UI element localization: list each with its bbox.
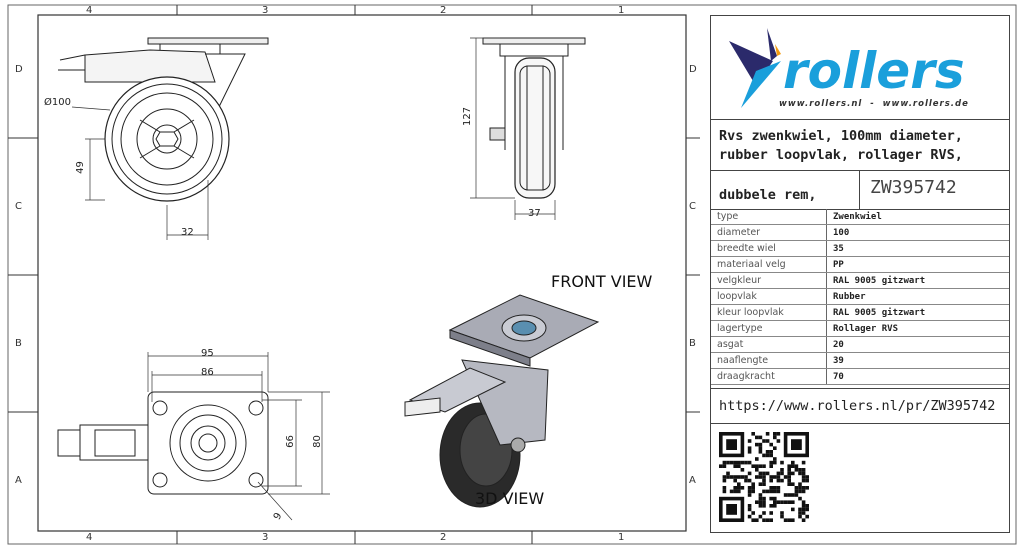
spec-value: Rollager RVS <box>826 320 1009 337</box>
dim-plate-length: 80 <box>311 435 323 448</box>
zone-col-2: 2 <box>440 5 447 16</box>
dim-plate-width: 95 <box>201 348 214 359</box>
spec-key: kleur loopvlak <box>711 304 827 321</box>
zone-row-b: B <box>15 338 22 349</box>
front-view-dimensions <box>470 37 556 220</box>
zone-col-3: 3 <box>262 5 269 16</box>
product-url[interactable]: https://www.rollers.nl/pr/ZW395742 <box>711 388 1009 424</box>
spec-key: materiaal velg <box>711 256 827 273</box>
spec-value: RAL 9005 gitzwart <box>826 304 1009 321</box>
zone-col-1-bottom: 1 <box>618 532 625 543</box>
iso-view <box>404 294 600 508</box>
zone-col-4-bottom: 4 <box>86 532 93 543</box>
spec-value: RAL 9005 gitzwart <box>826 272 1009 289</box>
title-block: rollers www.rollers.nl - www.rollers.de … <box>710 15 1010 533</box>
spec-value: 70 <box>826 368 1009 385</box>
spec-key: lagertype <box>711 320 827 337</box>
spec-value: Rubber <box>826 288 1009 305</box>
zone-row-a: A <box>15 475 22 486</box>
dim-width: 37 <box>528 208 541 219</box>
spec-value: 35 <box>826 240 1009 257</box>
spec-value: Zwenkwiel <box>826 209 1009 225</box>
dim-diameter: Ø100 <box>44 97 71 108</box>
spec-value: 20 <box>826 336 1009 353</box>
spec-key: velgkleur <box>711 272 827 289</box>
zone-row-b-right: B <box>689 338 696 349</box>
spec-key: draagkracht <box>711 368 827 385</box>
zone-row-c: C <box>15 201 22 212</box>
dim-hole-spacing-y: 66 <box>284 435 296 448</box>
zone-col-3-bottom: 3 <box>262 532 269 543</box>
dim-axle-height: 49 <box>74 161 86 174</box>
title-row: dubbele rem, ZW395742 <box>711 171 1009 210</box>
description-line-1: Rvs zwenkwiel, 100mm diameter, <box>719 128 963 144</box>
spec-value: PP <box>826 256 1009 273</box>
product-description: Rvs zwenkwiel, 100mm diameter, rubber lo… <box>711 119 1009 171</box>
svg-text:rollers: rollers <box>783 42 965 100</box>
bird-logo-icon: rollers <box>729 28 965 108</box>
side-view <box>58 37 269 202</box>
zone-row-a-right: A <box>689 475 696 486</box>
spec-key: diameter <box>711 224 827 241</box>
top-view <box>57 391 269 495</box>
product-code: ZW395742 <box>859 171 957 209</box>
spec-key: loopvlak <box>711 288 827 305</box>
logo-sites: www.rollers.nl - www.rollers.de <box>779 99 969 109</box>
description-line-3: dubbele rem, <box>719 187 817 203</box>
iso-view-label: 3D VIEW <box>475 489 545 508</box>
spec-value: 39 <box>826 352 1009 369</box>
zone-col-1: 1 <box>618 5 625 16</box>
spec-key: breedte wiel <box>711 240 827 257</box>
spec-key: type <box>711 209 827 225</box>
zone-col-4: 4 <box>86 5 93 16</box>
zone-row-d-right: D <box>689 64 697 75</box>
front-view-label: FRONT VIEW <box>551 272 653 291</box>
rollers-logo: rollers www.rollers.nl - www.rollers.de <box>711 16 1009 120</box>
dim-hole-spacing-x: 86 <box>201 367 214 378</box>
dim-axle-offset: 32 <box>181 227 194 238</box>
side-view-dimensions <box>71 106 209 240</box>
spec-key: asgat <box>711 336 827 353</box>
zone-col-2-bottom: 2 <box>440 532 447 543</box>
top-view-dimensions <box>147 352 330 521</box>
spec-key: naaflengte <box>711 352 827 369</box>
dim-height: 127 <box>462 106 474 127</box>
zone-row-d: D <box>15 64 23 75</box>
spec-value: 100 <box>826 224 1009 241</box>
zone-row-c-right: C <box>689 201 696 212</box>
front-view <box>482 37 586 199</box>
description-line-2: rubber loopvlak, rollager RVS, <box>719 147 963 163</box>
qr-code-icon <box>719 432 809 522</box>
